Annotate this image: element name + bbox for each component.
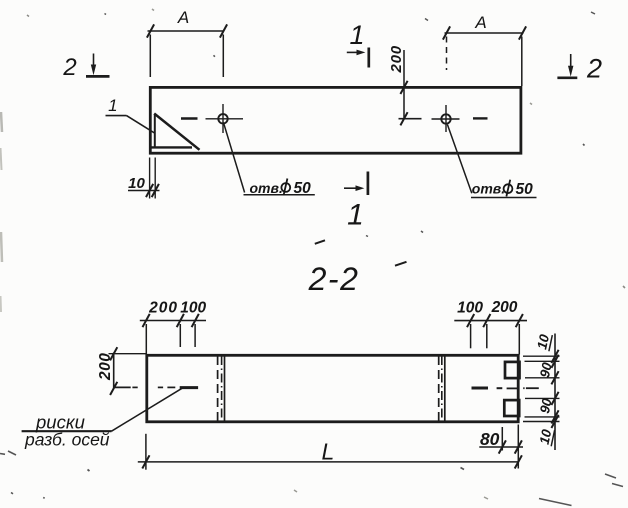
svg-text:2: 2 xyxy=(62,54,76,81)
svg-text:200: 200 xyxy=(388,45,405,73)
svg-text:100: 100 xyxy=(457,300,483,317)
svg-text:100: 100 xyxy=(180,300,206,317)
svg-text:2-2: 2-2 xyxy=(308,261,360,297)
svg-text:отв.: отв. xyxy=(472,181,505,197)
svg-text:1: 1 xyxy=(108,96,117,115)
svg-text:10: 10 xyxy=(534,333,552,351)
svg-text:50: 50 xyxy=(516,181,534,198)
svg-text:90: 90 xyxy=(537,397,555,415)
svg-text:1: 1 xyxy=(347,199,364,232)
svg-text:2: 2 xyxy=(586,54,602,84)
svg-text:1: 1 xyxy=(349,20,364,50)
svg-text:разб. осей: разб. осей xyxy=(24,430,110,450)
svg-text:A: A xyxy=(474,13,486,32)
svg-text:L: L xyxy=(322,439,335,465)
svg-text:200: 200 xyxy=(491,299,518,316)
svg-text:A: A xyxy=(177,8,189,27)
svg-text:90: 90 xyxy=(537,361,555,379)
svg-text:отв.: отв. xyxy=(250,180,283,196)
svg-text:10: 10 xyxy=(537,428,555,446)
svg-text:10: 10 xyxy=(128,175,145,192)
svg-text:50: 50 xyxy=(294,180,312,197)
svg-text:80: 80 xyxy=(480,429,500,449)
svg-text:200: 200 xyxy=(148,300,178,317)
svg-text:риски: риски xyxy=(35,412,85,433)
svg-text:200: 200 xyxy=(97,353,114,381)
